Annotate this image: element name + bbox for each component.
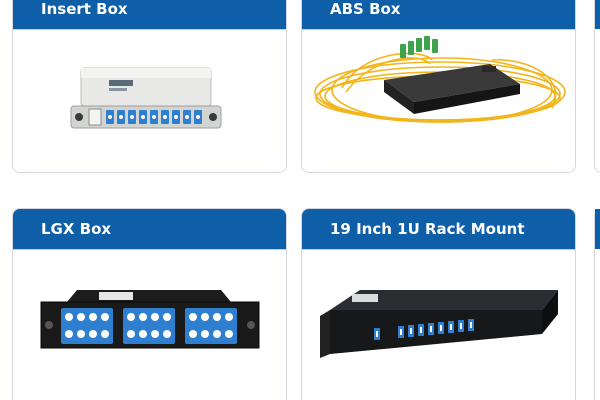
partial-card-header bbox=[595, 209, 600, 249]
product-card-abs-box[interactable]: ABS Box bbox=[301, 0, 576, 173]
partial-card-header bbox=[595, 0, 600, 29]
product-title[interactable]: Insert Box bbox=[13, 0, 286, 29]
product-image-insert-box[interactable] bbox=[13, 29, 286, 172]
product-title[interactable]: 19 Inch 1U Rack Mount bbox=[302, 209, 575, 249]
product-image-abs-box[interactable] bbox=[302, 29, 575, 172]
product-image-lgx-box[interactable] bbox=[13, 249, 286, 400]
partial-card-right-top bbox=[594, 0, 600, 173]
product-card-rack-mount[interactable]: 19 Inch 1U Rack Mount bbox=[301, 208, 576, 400]
product-image-rack-mount[interactable] bbox=[302, 249, 575, 400]
product-card-insert-box[interactable]: Insert Box bbox=[12, 0, 287, 173]
product-title[interactable]: LGX Box bbox=[13, 209, 286, 249]
partial-card-right-bottom bbox=[594, 208, 600, 400]
product-card-lgx-box[interactable]: LGX Box bbox=[12, 208, 287, 400]
product-title[interactable]: ABS Box bbox=[302, 0, 575, 29]
